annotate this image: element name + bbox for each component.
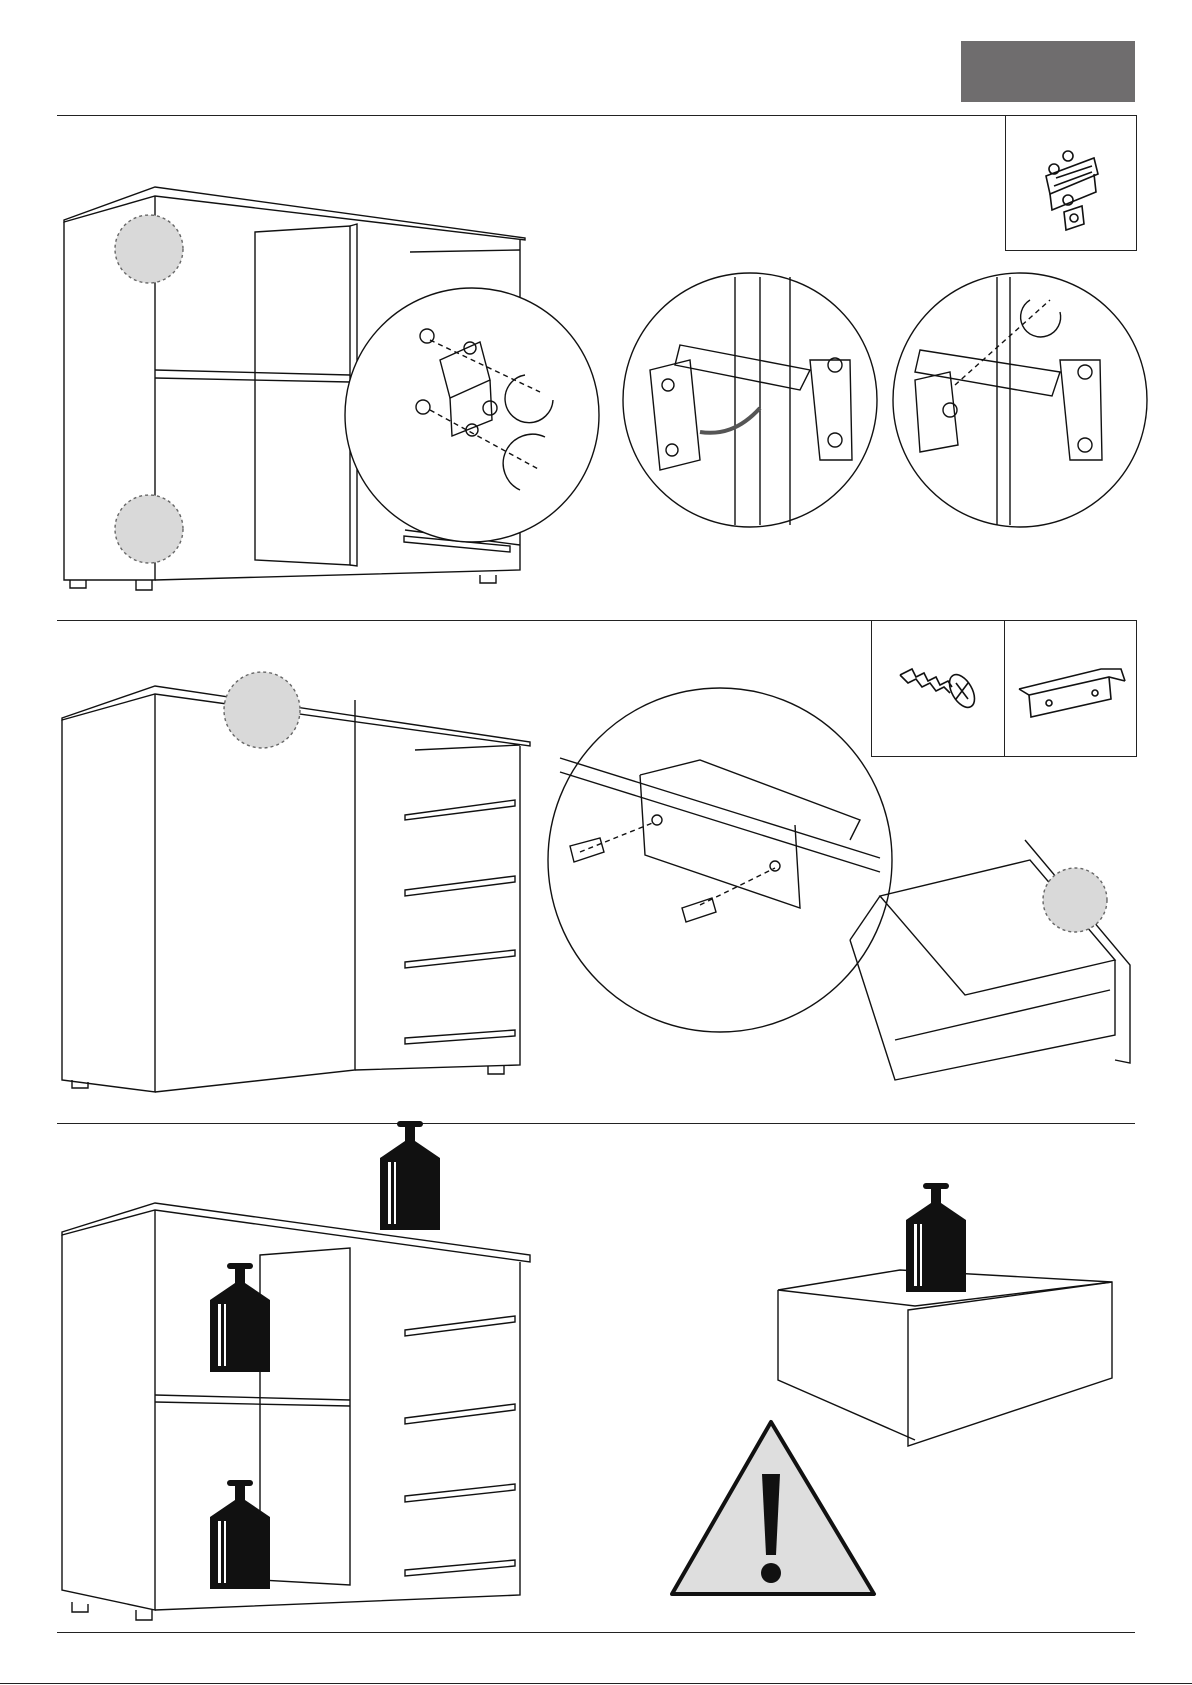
highlight-drawer-handle-spot (1043, 868, 1107, 932)
handle-screw-detail (548, 688, 892, 1032)
warning-triangle-icon (672, 1422, 874, 1594)
weight-in-drawer (906, 1183, 966, 1292)
weight-on-top (380, 1121, 440, 1230)
highlight-top-hinge (115, 215, 183, 283)
highlight-bottom-hinge (115, 495, 183, 563)
highlight-handle-spot (224, 672, 300, 748)
hinge-adjust-detail (893, 273, 1147, 527)
weight-upper-shelf (210, 1263, 270, 1372)
cabinet-load-view (62, 1203, 530, 1620)
hinge-clip-on-detail (623, 273, 877, 527)
hinge-plate-screw-detail (345, 288, 599, 542)
weight-lower-shelf (210, 1480, 270, 1589)
cabinet-drawers-view (62, 686, 530, 1092)
drawer-load-view (778, 1270, 1112, 1446)
